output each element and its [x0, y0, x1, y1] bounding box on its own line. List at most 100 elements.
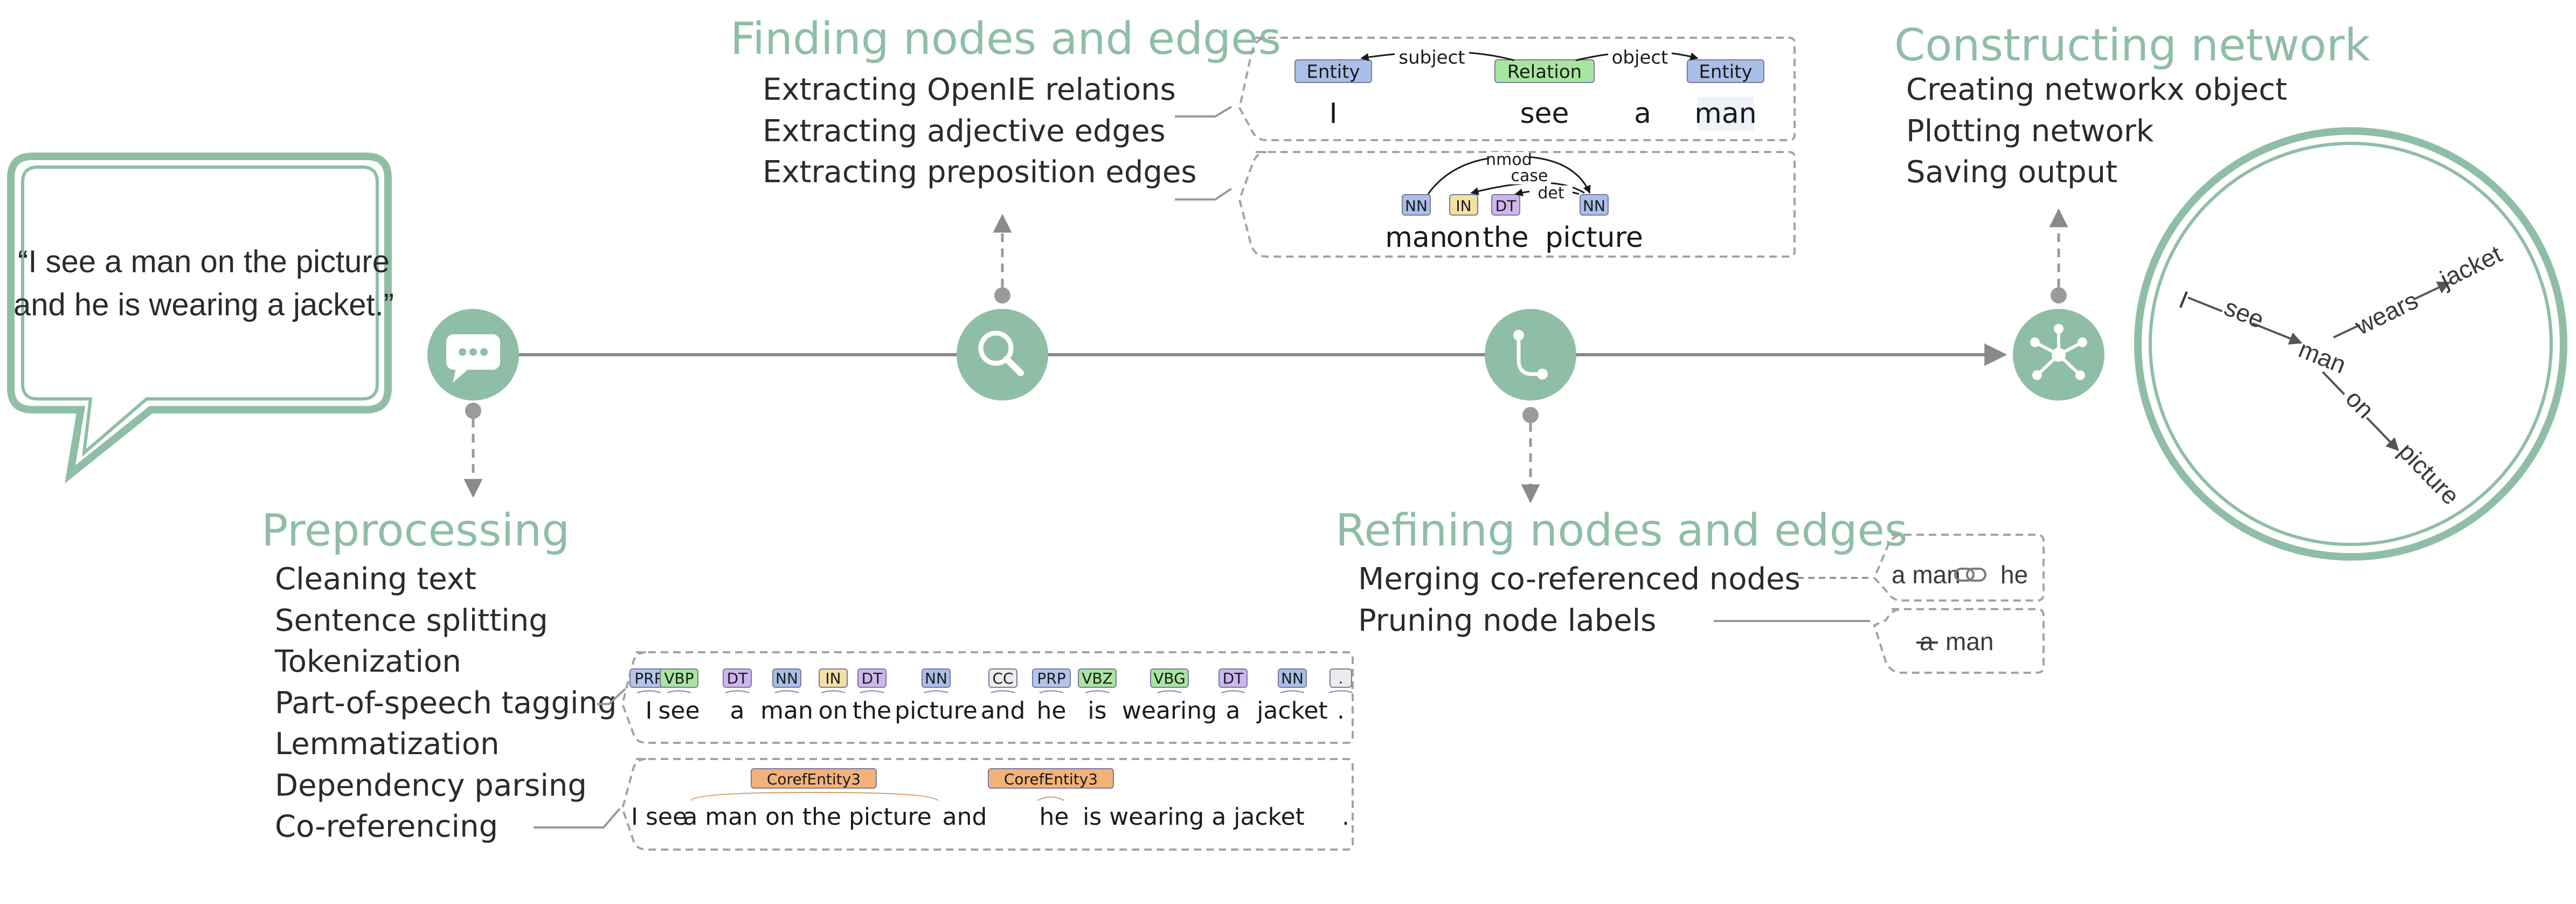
- arc-label-bg: [1487, 152, 1531, 168]
- token: I see: [631, 803, 687, 831]
- preprocessing-item: Part-of-speech tagging: [275, 686, 617, 721]
- prep-tag-box: [1491, 194, 1520, 216]
- pos-tag: VBZ: [1082, 670, 1113, 687]
- token: a: [1634, 98, 1651, 130]
- preprocessing-item: Dependency parsing: [275, 768, 587, 803]
- token: picture: [1545, 222, 1643, 254]
- link-icon: [1954, 568, 1986, 582]
- token: a: [730, 697, 745, 724]
- coref-bracket: [690, 791, 938, 801]
- prep-tag-box: [1580, 194, 1609, 216]
- pos-tag-box: [988, 668, 1017, 688]
- pos-tag-box: [1218, 668, 1248, 688]
- token-bracket: [991, 690, 1015, 693]
- preprocessing-item: Sentence splitting: [275, 603, 548, 638]
- arc-label-bg: [1395, 46, 1469, 69]
- pos-tag: DT: [862, 670, 883, 687]
- arc-label-bg: [1529, 185, 1573, 202]
- pos-tag-box: [660, 668, 698, 688]
- token-bracket: [1085, 690, 1110, 693]
- token-bracket: [667, 690, 691, 693]
- token: picture: [895, 697, 978, 724]
- prep-tag-box: [1449, 194, 1478, 216]
- token: jacket: [1256, 697, 1328, 724]
- pos-tag: CC: [992, 670, 1013, 687]
- token: he: [1040, 803, 1069, 831]
- preprocessing-item: Cleaning text: [275, 562, 476, 597]
- token-bracket: [1280, 690, 1305, 693]
- prep-tag: DT: [1495, 197, 1517, 215]
- token: wearing: [1122, 697, 1217, 724]
- token: .: [1337, 697, 1345, 724]
- token-bracket: [636, 690, 661, 693]
- coref-tag-box: [988, 768, 1114, 789]
- network-edge-wears: wears: [2350, 286, 2422, 340]
- preprocessing-item: Co-referencing: [275, 809, 498, 844]
- arc-label: nmod: [1486, 150, 1532, 169]
- token: a: [1226, 697, 1241, 724]
- pos-tag-box: [1329, 668, 1352, 688]
- token: and: [943, 803, 987, 831]
- preprocessing-item: Tokenization: [274, 644, 461, 679]
- pos-tag: NN: [925, 670, 947, 687]
- constructing-title: Constructing network: [1894, 20, 2371, 71]
- pos-tag: VBG: [1153, 670, 1186, 687]
- input-speech-bubble: “I see a man on the picture and he is we…: [7, 153, 394, 484]
- arc-label-bg: [1608, 46, 1672, 69]
- quote-line-1: “I see a man on the picture: [18, 244, 390, 279]
- token: see: [658, 697, 700, 724]
- coref-tag-box: [751, 768, 877, 789]
- quote-line-2: and he is wearing a jacket.”: [13, 287, 394, 322]
- pos-tag: DT: [727, 670, 749, 687]
- search-icon: [957, 309, 1048, 401]
- token-bracket: [1221, 690, 1245, 693]
- token: a man on the picture: [683, 803, 931, 831]
- openie-tag: Relation: [1507, 61, 1582, 83]
- constructing-item: Plotting network: [1906, 114, 2154, 149]
- network-edge-on: on: [2340, 384, 2380, 424]
- token-bracket: [774, 690, 799, 693]
- merge-left-label: a man: [1892, 561, 1961, 589]
- pos-tag: DT: [1223, 670, 1244, 687]
- pos-tagging-example: PRPIVBPseeDTaNNmanINonDTtheNNpictureCCan…: [597, 651, 1354, 744]
- preprocessing-section: Preprocessing Cleaning text Sentence spl…: [261, 505, 617, 844]
- token: .: [1342, 803, 1349, 831]
- token: man: [760, 697, 813, 724]
- openie-tag-box: [1494, 59, 1595, 83]
- prep-tag: IN: [1456, 197, 1471, 215]
- token: he: [1037, 697, 1067, 724]
- token-highlight: [1698, 97, 1754, 130]
- finding-section: Finding nodes and edges Extracting OpenI…: [730, 13, 1281, 190]
- prep-tag: NN: [1405, 197, 1428, 215]
- network-node-jacket: jacket: [2435, 239, 2506, 293]
- finding-item: Extracting OpenIE relations: [763, 72, 1176, 107]
- preprocessing-item: Lemmatization: [275, 727, 500, 762]
- pos-tag-box: [819, 668, 848, 688]
- arc-label: det: [1538, 184, 1564, 203]
- token-bracket: [725, 690, 750, 693]
- token-bracket: [1039, 690, 1064, 693]
- prep-tag-box: [1402, 194, 1431, 216]
- preprocessing-title: Preprocessing: [261, 505, 570, 556]
- network-icon: [2013, 309, 2104, 401]
- network-node-picture: picture: [2393, 437, 2465, 510]
- pos-tag: PRP: [1037, 670, 1065, 687]
- arc-label: case: [1511, 167, 1548, 185]
- openie-tag-box: [1294, 59, 1372, 83]
- refining-item: Merging co-referenced nodes: [1358, 562, 1801, 597]
- pos-tag-box: [1278, 668, 1307, 688]
- finding-title: Finding nodes and edges: [730, 13, 1281, 65]
- pos-tag-box: [772, 668, 801, 688]
- arc-label: subject: [1398, 47, 1465, 68]
- token: I: [1329, 98, 1337, 130]
- openie-tag: Entity: [1306, 61, 1360, 83]
- arc-label-bg: [1508, 168, 1551, 184]
- refining-title: Refining nodes and edges: [1335, 505, 1908, 556]
- pos-tag: IN: [825, 670, 841, 687]
- coref-tag: CorefEntity3: [1004, 770, 1098, 788]
- token: is: [1088, 697, 1106, 724]
